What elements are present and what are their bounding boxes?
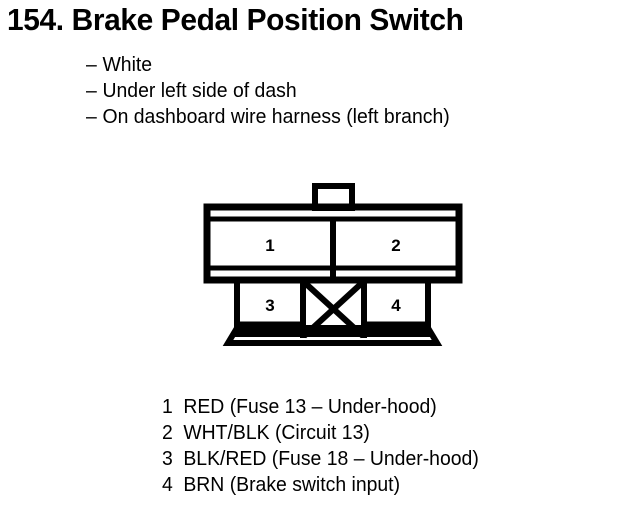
- description-item-text: Under left side of dash: [102, 80, 297, 102]
- description-item: – White: [86, 52, 600, 78]
- cavity-number-4: 4: [391, 296, 401, 315]
- cavity-number-3: 3: [265, 296, 274, 315]
- cavity-number-1: 1: [265, 236, 274, 255]
- dash-icon: –: [86, 54, 97, 76]
- upper-housing: [203, 203, 463, 284]
- connector-diagram: 1 2 3 4: [190, 178, 470, 363]
- lower-housing: [222, 277, 443, 346]
- pin-legend-number: 1: [162, 396, 173, 418]
- blocked-cavity-x-icon: [301, 279, 366, 339]
- pin-legend-row: 2 WHT/BLK (Circuit 13): [162, 420, 603, 446]
- description-list: – White – Under left side of dash – On d…: [86, 52, 616, 130]
- description-item-text: On dashboard wire harness (left branch): [102, 106, 450, 128]
- description-item-text: White: [102, 54, 153, 76]
- pin-legend: 1 RED (Fuse 13 – Under-hood) 2 WHT/BLK (…: [162, 394, 617, 498]
- pin-legend-label: WHT/BLK (Circuit 13): [183, 422, 370, 444]
- dash-icon: –: [86, 80, 97, 102]
- description-item: – Under left side of dash: [86, 78, 600, 104]
- pin-legend-row: 1 RED (Fuse 13 – Under-hood): [162, 394, 603, 420]
- pin-legend-row: 3 BLK/RED (Fuse 18 – Under-hood): [162, 446, 603, 472]
- pin-legend-number: 4: [162, 474, 173, 496]
- pin-legend-label: RED (Fuse 13 – Under-hood): [183, 396, 437, 418]
- pin-legend-label: BLK/RED (Fuse 18 – Under-hood): [183, 448, 479, 470]
- pin-legend-row: 4 BRN (Brake switch input): [162, 472, 603, 498]
- cavity-number-2: 2: [391, 236, 400, 255]
- description-item: – On dashboard wire harness (left branch…: [86, 104, 600, 130]
- pin-legend-label: BRN (Brake switch input): [183, 474, 401, 496]
- pin-legend-number: 2: [162, 422, 173, 444]
- dash-icon: –: [86, 106, 97, 128]
- connector-svg: 1 2 3 4: [203, 183, 463, 346]
- pin-legend-number: 3: [162, 448, 173, 470]
- page-title: 154. Brake Pedal Position Switch: [7, 2, 464, 37]
